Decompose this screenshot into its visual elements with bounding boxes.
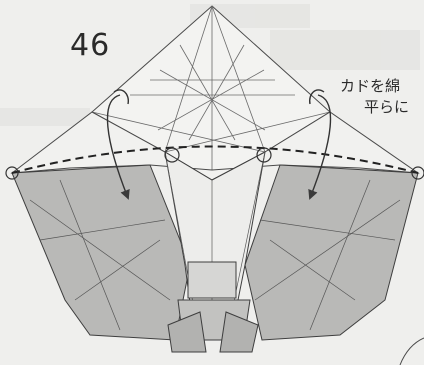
instruction-line-1: カドを綿: [340, 75, 400, 96]
right-wing: [245, 165, 418, 340]
instruction-line-2: 平らに: [364, 96, 409, 117]
left-wing: [12, 165, 190, 340]
step-number: 46: [70, 28, 110, 63]
adjacent-figure-edge: [400, 338, 424, 365]
